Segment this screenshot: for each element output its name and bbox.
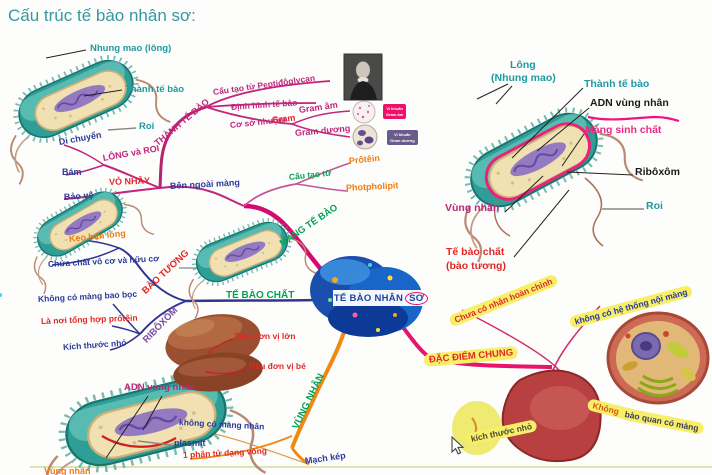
- bam: Bám: [62, 167, 82, 177]
- gram-positive-micrograph: [352, 124, 378, 150]
- roi-topleft: Roi: [139, 121, 155, 132]
- te-bao-chat-right: Tế bào chất: [446, 246, 505, 258]
- bacterium-middle: [168, 206, 319, 324]
- mouse-cursor: [451, 435, 465, 455]
- vung-nhan-cutoff: Vùng nhân: [44, 466, 91, 475]
- thanh-te-bao-right: Thành tế bào: [584, 78, 650, 90]
- plasmid-loop: [101, 435, 177, 448]
- flagellum-right: [584, 177, 604, 247]
- gram-negative-badge: Vi khuẩn Gram âm: [383, 104, 407, 120]
- gram-positive-badge: Vi khuẩn Gram dương: [387, 130, 418, 146]
- bacterium-top-left: [0, 43, 170, 189]
- badge-line1: Vi khuẩn: [394, 132, 411, 137]
- page-title: Cấu trúc tế bào nhân sơ:: [8, 6, 196, 25]
- badge-line1: Vi khuẩn: [386, 106, 403, 111]
- gram-portrait-photo: [343, 53, 383, 101]
- plasma-membrane-highlight: [484, 122, 591, 201]
- tieu-don-vi-be: Tiểu đơn vị bé: [248, 361, 306, 371]
- adn-vung-nhan-left: ADN vùng nhân: [124, 382, 196, 393]
- bacterium-top-right: [433, 91, 643, 266]
- badge-line2: Gram âm: [386, 111, 404, 117]
- eukaryote-cell-illustration: [606, 311, 710, 405]
- bao-tuong-right: (bào tương): [446, 260, 506, 272]
- long-right: Lông: [510, 59, 536, 71]
- ribosome-illustration: [165, 314, 263, 392]
- roi-right: Roi: [646, 200, 663, 212]
- branch-curves: [30, 80, 712, 468]
- thanh-te-bao-topleft: Thành tế bào: [125, 84, 185, 95]
- center-node-circled-word: SƠ: [405, 291, 429, 305]
- nhung-mao-label: Nhung mao (lông): [90, 43, 172, 54]
- adn-vung-nhan-right: ADN vùng nhân: [590, 97, 669, 109]
- center-node-label: TẾ BÀO NHÂN SƠ: [333, 290, 429, 306]
- gram-negative-micrograph: [352, 100, 376, 124]
- branch-vo-nhay: VỎ NHẦY: [108, 175, 151, 187]
- tieu-don-vi-lon: Tiểu đơn vị lớn: [234, 331, 296, 341]
- red-cell-illustration: [452, 369, 602, 463]
- flagellum-right-2: [493, 199, 511, 237]
- center-node-text: TẾ BÀO NHÂN: [333, 292, 404, 304]
- mang-sinh-chat-right: Màng sinh chất: [585, 124, 662, 136]
- riboxom-right: Ribôxôm: [635, 166, 680, 178]
- badge-line2: Gram dương: [390, 137, 415, 143]
- vung-nhan-right: Vùng nhân: [445, 202, 500, 214]
- branch-te-bao-chat: TẾ BÀO CHẤT: [226, 290, 295, 301]
- plasmit: plasmit: [174, 438, 206, 448]
- pointer-lines: [45, 49, 680, 459]
- nhung-mao-right: (Nhung mao): [491, 72, 556, 84]
